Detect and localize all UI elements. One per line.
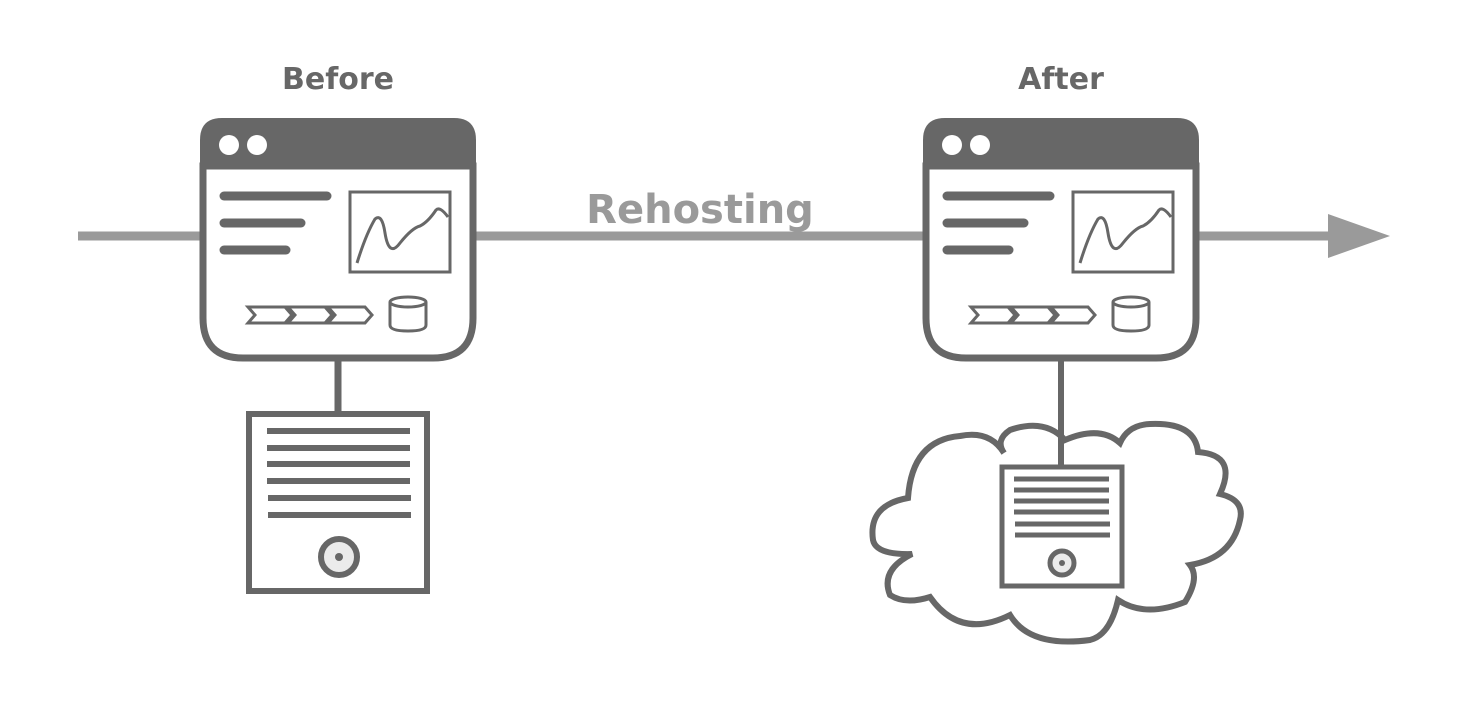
before-section: Before [200,62,476,594]
after-app-window-icon [923,118,1199,358]
arrow-head-icon [1328,214,1390,258]
after-label: After [1018,62,1104,97]
cloud-server-icon [999,464,1125,589]
before-app-window-icon [200,118,476,358]
cloud-icon [869,420,1244,645]
before-label: Before [282,62,394,97]
process-label: Rehosting [586,187,814,233]
on-premise-server-icon [246,411,430,594]
after-section: After [869,62,1244,645]
